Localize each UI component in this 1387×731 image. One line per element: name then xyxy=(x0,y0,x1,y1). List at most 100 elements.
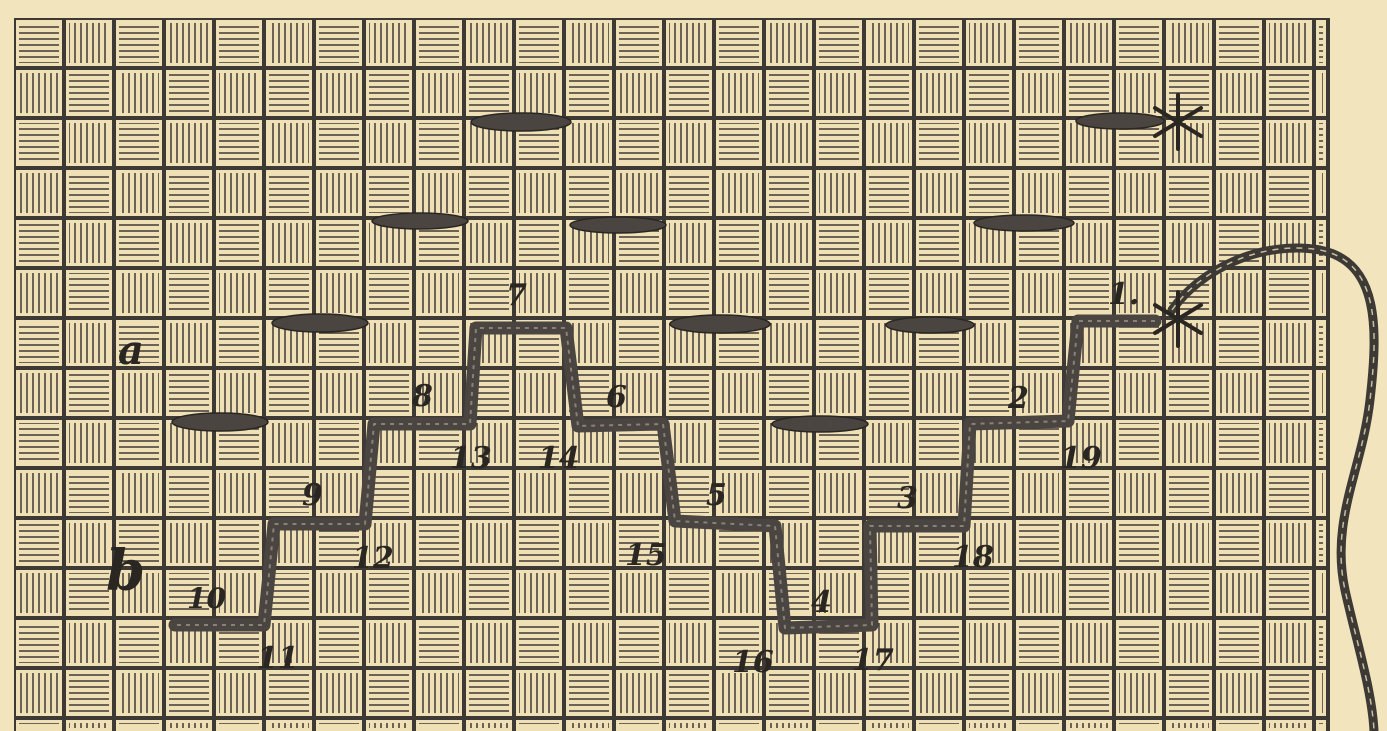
fabric-weave-lines xyxy=(1319,273,1323,313)
fabric-weave-lines xyxy=(219,523,259,563)
fabric-weave-lines xyxy=(69,623,109,663)
step-label-19: 19 xyxy=(1060,441,1102,476)
fabric-weave-lines xyxy=(519,373,559,413)
fabric-weave-lines xyxy=(569,273,609,313)
fabric-weave-lines xyxy=(1169,473,1209,513)
step-label-8: 8 xyxy=(411,379,433,414)
fabric-weave-lines xyxy=(219,673,259,713)
fabric-weave-lines xyxy=(119,373,159,413)
fabric-weave-lines xyxy=(1019,173,1059,213)
fabric-weave-lines xyxy=(319,423,359,463)
fabric-weave-lines xyxy=(669,673,709,713)
fabric-weave-lines xyxy=(419,523,459,563)
fabric-weave-lines xyxy=(619,623,659,663)
fabric-weave-lines xyxy=(19,673,59,713)
fabric-weave-lines xyxy=(469,273,509,313)
fabric-weave-lines xyxy=(969,123,1009,163)
stitch xyxy=(372,213,468,229)
fabric-weave-lines xyxy=(1219,23,1259,63)
fabric-weave-lines xyxy=(669,23,709,63)
fabric-weave-lines xyxy=(619,573,659,613)
fabric-weave-lines xyxy=(119,673,159,713)
fabric-weave-lines xyxy=(19,423,59,463)
step-label-3: 3 xyxy=(897,481,918,516)
fabric-weave-lines xyxy=(19,373,59,413)
fabric-weave-lines xyxy=(169,73,209,113)
fabric-weave-lines xyxy=(919,623,959,663)
fabric-weave-lines xyxy=(369,573,409,613)
fabric-weave-lines xyxy=(1269,373,1309,413)
fabric-weave-lines xyxy=(1019,273,1059,313)
fabric-weave-lines xyxy=(419,123,459,163)
fabric-weave-lines xyxy=(119,623,159,663)
fabric-weave-lines xyxy=(19,723,59,728)
fabric-weave-lines xyxy=(1069,273,1109,313)
fabric-weave-lines xyxy=(569,173,609,213)
fabric-weave-lines xyxy=(169,323,209,363)
fabric-weave-lines xyxy=(719,373,759,413)
fabric-weave-lines xyxy=(19,173,59,213)
fabric-weave-lines xyxy=(119,23,159,63)
fabric-weave-lines xyxy=(1269,23,1309,63)
fabric-weave-lines xyxy=(819,473,859,513)
fabric-weave-lines xyxy=(819,123,859,163)
fabric-weave-lines xyxy=(669,623,709,663)
fabric-weave-lines xyxy=(1269,573,1309,613)
fabric-weave-lines xyxy=(969,173,1009,213)
fabric-weave-lines xyxy=(319,723,359,728)
fabric-weave-lines xyxy=(69,323,109,363)
step-label-4: 4 xyxy=(811,585,832,620)
fabric-weave-lines xyxy=(469,723,509,728)
fabric-weave-lines xyxy=(969,323,1009,363)
fabric-weave-lines xyxy=(219,123,259,163)
fabric-weave-lines xyxy=(69,573,109,613)
fabric-weave-lines xyxy=(1019,423,1059,463)
fabric-weave-lines xyxy=(1219,523,1259,563)
fabric-weave-lines xyxy=(1019,523,1059,563)
fabric-weave-lines xyxy=(1219,373,1259,413)
fabric-weave-lines xyxy=(1269,623,1309,663)
fabric-weave-lines xyxy=(419,23,459,63)
fabric-weave-lines xyxy=(269,173,309,213)
fabric-weave-lines xyxy=(469,473,509,513)
fabric-weave-lines xyxy=(669,223,709,263)
fabric-weave-lines xyxy=(369,373,409,413)
fabric-weave-lines xyxy=(369,323,409,363)
fabric-weave-lines xyxy=(669,573,709,613)
fabric-weave-lines xyxy=(719,723,759,728)
fabric-weave-lines xyxy=(1319,673,1323,713)
fabric-weave-lines xyxy=(1219,73,1259,113)
fabric-weave-lines xyxy=(869,73,909,113)
fabric-weave-lines xyxy=(919,123,959,163)
fabric-weave-lines xyxy=(619,173,659,213)
fabric-weave-lines xyxy=(569,73,609,113)
fabric-weave-lines xyxy=(1269,273,1309,313)
fabric-weave-lines xyxy=(1119,73,1159,113)
fabric-weave-lines xyxy=(1019,473,1059,513)
fabric-weave-lines xyxy=(969,723,1009,728)
fabric-weave-lines xyxy=(469,173,509,213)
step-label-6: 6 xyxy=(606,380,627,415)
fabric-weave-lines xyxy=(819,323,859,363)
fabric-weave-lines xyxy=(1269,223,1309,263)
fabric-weave-lines xyxy=(669,173,709,213)
fabric-weave-lines xyxy=(1169,423,1209,463)
fabric-weave-lines xyxy=(119,223,159,263)
fabric-weave-lines xyxy=(19,23,59,63)
fabric-weave-lines xyxy=(619,473,659,513)
fabric-weave-lines xyxy=(569,473,609,513)
fabric-weave-lines xyxy=(219,473,259,513)
fabric-weave-lines xyxy=(319,623,359,663)
fabric-weave-lines xyxy=(769,323,809,363)
fabric-weave-lines xyxy=(969,573,1009,613)
row-label-a: a xyxy=(118,327,144,374)
fabric-weave-lines xyxy=(569,123,609,163)
fabric-weave-lines xyxy=(1019,73,1059,113)
fabric-weave-lines xyxy=(69,373,109,413)
fabric-weave-lines xyxy=(719,223,759,263)
fabric-weave-lines xyxy=(1269,423,1309,463)
fabric-weave-lines xyxy=(369,273,409,313)
fabric-weave-lines xyxy=(1119,423,1159,463)
fabric-weave-lines xyxy=(319,173,359,213)
fabric-weave-lines xyxy=(119,273,159,313)
